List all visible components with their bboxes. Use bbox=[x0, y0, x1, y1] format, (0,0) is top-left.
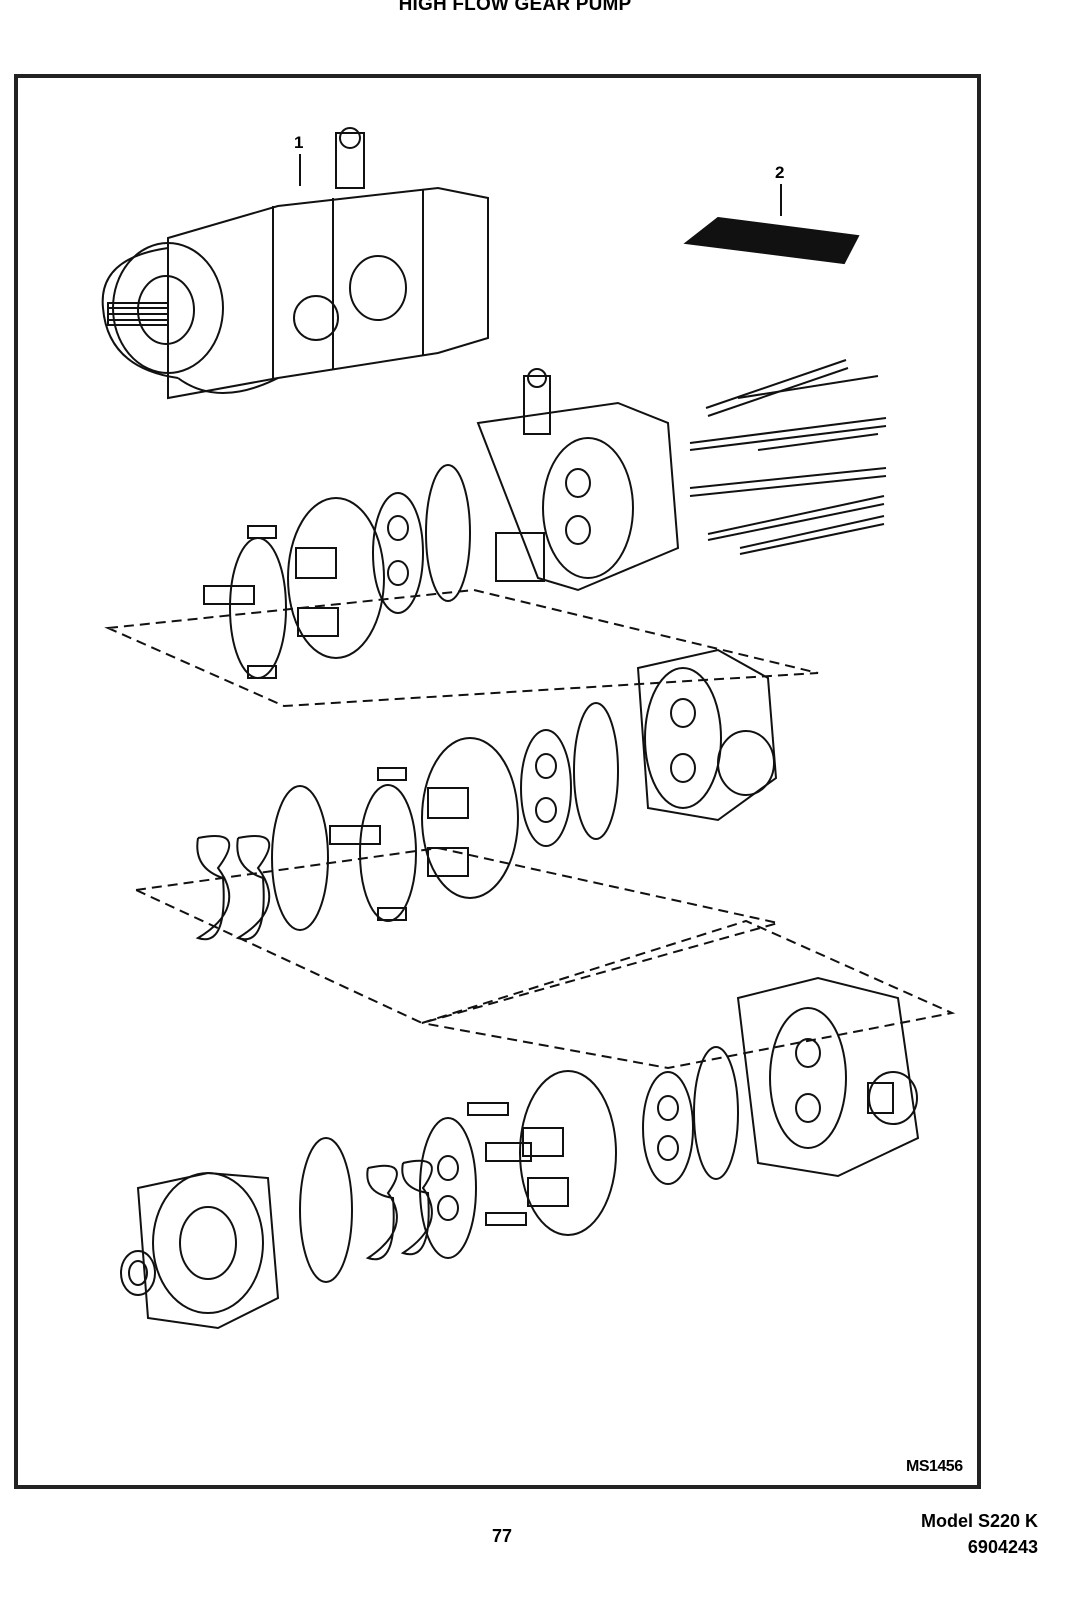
parts-diagram-frame: 1 2 bbox=[14, 74, 981, 1489]
page-number: 77 bbox=[491, 1526, 513, 1546]
callout-2: 2 bbox=[775, 163, 784, 182]
rear-housing bbox=[476, 368, 680, 592]
figure-code: MS1456 bbox=[906, 1458, 963, 1475]
model-name: Model S220 K bbox=[920, 1511, 1038, 1531]
front-gear-section bbox=[120, 976, 920, 1330]
serial-number: 6904243 bbox=[967, 1537, 1038, 1557]
callout-1: 1 bbox=[294, 133, 303, 152]
middle-gear-section bbox=[132, 648, 956, 1070]
assembled-pump bbox=[101, 127, 489, 400]
bolts bbox=[689, 359, 887, 555]
decal-part bbox=[683, 216, 860, 265]
model-info: Model S220 K 6904243 bbox=[921, 1508, 1038, 1560]
exploded-parts-drawing: 1 2 bbox=[101, 127, 964, 1475]
page-title: HIGH FLOW GEAR PUMP bbox=[398, 0, 632, 15]
upper-gear-section bbox=[104, 464, 819, 708]
